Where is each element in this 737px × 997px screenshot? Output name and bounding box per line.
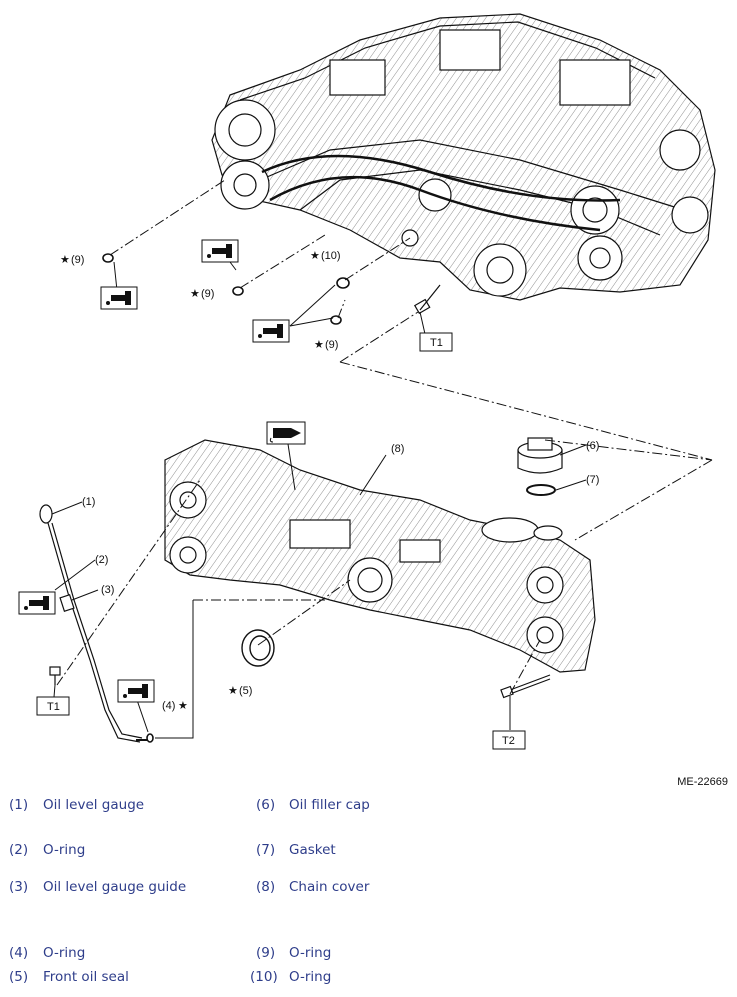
sealant-apply-icon bbox=[266, 421, 306, 445]
legend-part-name: Gasket bbox=[289, 842, 336, 858]
legend-part-name: O-ring bbox=[43, 842, 86, 858]
callout-8: (8) bbox=[391, 443, 404, 455]
callout-2: (2) bbox=[95, 554, 108, 566]
figure-code: ME-22669 bbox=[677, 776, 728, 788]
callout-7: (7) bbox=[586, 474, 599, 486]
callout-9b: (9) bbox=[201, 288, 214, 300]
star-9c: ★ bbox=[314, 339, 324, 351]
callout-10: (10) bbox=[321, 250, 341, 262]
legend-part-name: Chain cover bbox=[289, 879, 370, 895]
oil-apply-icon-1 bbox=[100, 286, 138, 310]
o-rings bbox=[102, 253, 350, 743]
legend-number: (1) bbox=[9, 797, 29, 813]
legend-part-name: Front oil seal bbox=[43, 969, 129, 985]
svg-text:T1: T1 bbox=[430, 337, 443, 349]
svg-text:T2: T2 bbox=[502, 735, 515, 747]
torque-box-t1-bottom: T1 bbox=[36, 696, 70, 716]
bolt-t2 bbox=[500, 674, 551, 699]
exploded-diagram: (1) (2) (3) (4) ★ ★ (5) (6) (7) (8) ★ (9… bbox=[18, 13, 716, 750]
legend-part-name: O-ring bbox=[289, 945, 332, 961]
legend-number: (3) bbox=[9, 879, 29, 895]
bolt-t1-top bbox=[413, 284, 441, 315]
legend-number: (4) bbox=[9, 945, 29, 961]
torque-box-t1-top: T1 bbox=[419, 332, 453, 352]
torque-box-t2: T2 bbox=[492, 730, 526, 750]
legend-part-name: Oil level gauge guide bbox=[43, 879, 187, 895]
legend-part-name: Oil level gauge bbox=[43, 797, 145, 813]
legend-part-name: Oil filler cap bbox=[289, 797, 370, 813]
legend-number: (9) bbox=[256, 945, 276, 961]
legend-number: (5) bbox=[9, 969, 29, 985]
front-oil-seal bbox=[241, 629, 275, 667]
callout-9a: (9) bbox=[71, 254, 84, 266]
legend-number: (7) bbox=[256, 842, 276, 858]
callout-5: (5) bbox=[239, 685, 252, 697]
svg-text:T1: T1 bbox=[47, 701, 60, 713]
callout-4: (4) bbox=[162, 700, 175, 712]
oil-filler-cap bbox=[517, 437, 563, 474]
legend-number: (8) bbox=[256, 879, 276, 895]
callout-1: (1) bbox=[82, 496, 95, 508]
star-10: ★ bbox=[310, 250, 320, 262]
callout-labels: (1) (2) (3) (4) ★ ★ (5) (6) (7) (8) ★ (9… bbox=[60, 250, 599, 712]
oil-apply-icon-4 bbox=[18, 591, 56, 615]
callout-6: (6) bbox=[586, 440, 599, 452]
oil-apply-icon-3 bbox=[252, 319, 290, 343]
star-9b: ★ bbox=[190, 288, 200, 300]
oil-apply-icon-2 bbox=[201, 239, 239, 263]
bolt-t1-bottom bbox=[49, 666, 61, 685]
chain-cover bbox=[164, 439, 596, 673]
engine-block bbox=[211, 13, 716, 301]
star-5: ★ bbox=[228, 685, 238, 697]
legend-part-name: O-ring bbox=[289, 969, 332, 985]
legend-number: (6) bbox=[256, 797, 276, 813]
legend-number: (10) bbox=[250, 969, 278, 985]
gasket bbox=[526, 484, 556, 496]
star-4: ★ bbox=[178, 700, 188, 712]
callout-9c: (9) bbox=[325, 339, 338, 351]
legend-part-name: O-ring bbox=[43, 945, 86, 961]
callout-3: (3) bbox=[101, 584, 114, 596]
oil-apply-icon-5 bbox=[117, 679, 155, 703]
star-9a: ★ bbox=[60, 254, 70, 266]
leader-lines bbox=[51, 179, 713, 739]
oil-level-gauge bbox=[39, 504, 150, 743]
legend-number: (2) bbox=[9, 842, 29, 858]
